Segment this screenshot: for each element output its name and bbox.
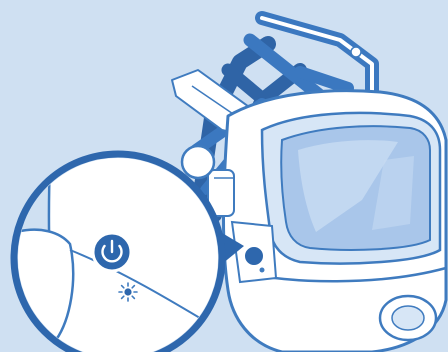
mask-power-button bbox=[244, 246, 264, 266]
status-light-icon bbox=[119, 283, 137, 301]
mask-body bbox=[224, 91, 447, 352]
